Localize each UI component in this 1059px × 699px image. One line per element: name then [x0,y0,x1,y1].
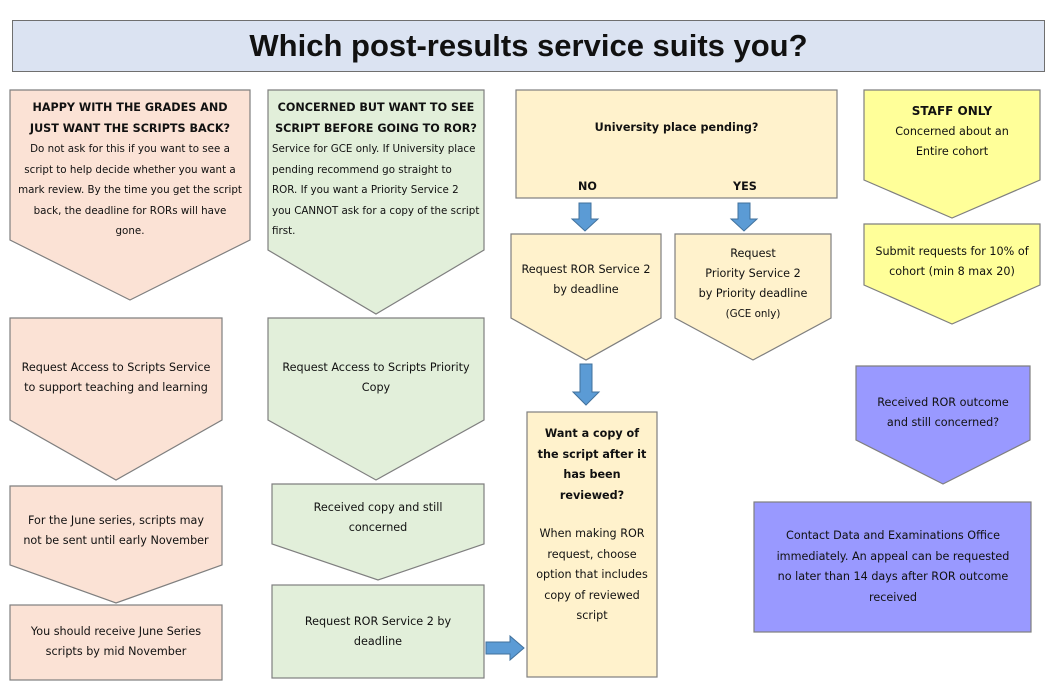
concerned-body: Service for GCE only. If University plac… [272,143,480,237]
happy-grades-text: HAPPY WITH THE GRADES AND JUST WANT THE … [14,98,246,258]
copy-after-review-box [526,411,658,678]
copy-after-review-text: Want a copy of the script after it has b… [533,424,651,664]
priority-line-2: Priority Service 2 [705,267,801,280]
request-ror-service-2-box-col2 [271,584,485,679]
happy-grades-body: Do not ask for this if you want to see a… [18,143,242,237]
contact-office-box [753,501,1032,633]
request-priority-copy-text: Request Access to Scripts Priority Copy [282,360,470,395]
request-priority-service-2-shape [674,233,832,361]
concerned-see-script-shape [267,89,485,315]
priority-line-3: by Priority deadline [698,287,808,300]
happy-grades-shape [9,89,251,301]
yes-label: YES [733,180,757,193]
contact-office-text: Contact Data and Examinations Office imm… [776,529,1010,604]
title-banner: Which post-results service suits you? [12,20,1045,72]
received-outcome-shape [855,365,1031,485]
submit-requests-shape [863,223,1041,325]
received-outcome-text: Received ROR outcome and still concerned… [877,395,1009,430]
staff-only-shape [863,89,1041,219]
copy-advice: When making ROR request, choose option t… [536,527,648,622]
request-ror-col2-text: Request ROR Service 2 by deadline [304,614,452,649]
request-priority-service-2-text: Request Priority Service 2 by Priority d… [680,244,826,324]
concerned-heading: CONCERNED BUT WANT TO SEE SCRIPT BEFORE … [275,101,477,135]
received-copy-shape [271,483,485,581]
staff-only-text: STAFF ONLY Concerned about an Entire coh… [878,100,1026,164]
university-pending-question: University place pending? [594,120,759,134]
concerned-see-script-text: CONCERNED BUT WANT TO SEE SCRIPT BEFORE … [272,98,480,248]
arrow-down-no [570,202,600,232]
request-scripts-service-text: Request Access to Scripts Service to sup… [21,360,211,395]
arrow-right-to-copy [485,634,525,662]
received-copy-text: Received copy and still concerned [313,500,443,535]
request-ror-service-2-shape [510,233,662,361]
copy-question: Want a copy of the script after it has b… [537,427,647,502]
june-series-note-text: For the June series, scripts may not be … [23,513,209,548]
request-priority-copy-shape [267,317,485,481]
no-label: NO [578,180,597,193]
staff-only-heading: STAFF ONLY [911,104,993,119]
happy-grades-heading: HAPPY WITH THE GRADES AND JUST WANT THE … [29,101,231,135]
priority-line-4: (GCE only) [725,308,781,320]
request-ror-service-2-text: Request ROR Service 2 by deadline [521,262,651,297]
arrow-down-to-copy [571,363,601,406]
staff-only-body: Concerned about an Entire cohort [895,124,1009,159]
submit-requests-text: Submit requests for 10% of cohort (min 8… [875,244,1029,279]
university-pending-box [515,89,838,199]
june-series-note-shape [9,485,223,604]
request-scripts-service-shape [9,317,223,481]
receive-scripts-box [9,604,223,681]
page-title: Which post-results service suits you? [249,28,808,63]
arrow-down-yes [729,202,759,232]
priority-line-1: Request [730,247,776,260]
receive-scripts-text: You should receive June Series scripts b… [30,624,202,659]
